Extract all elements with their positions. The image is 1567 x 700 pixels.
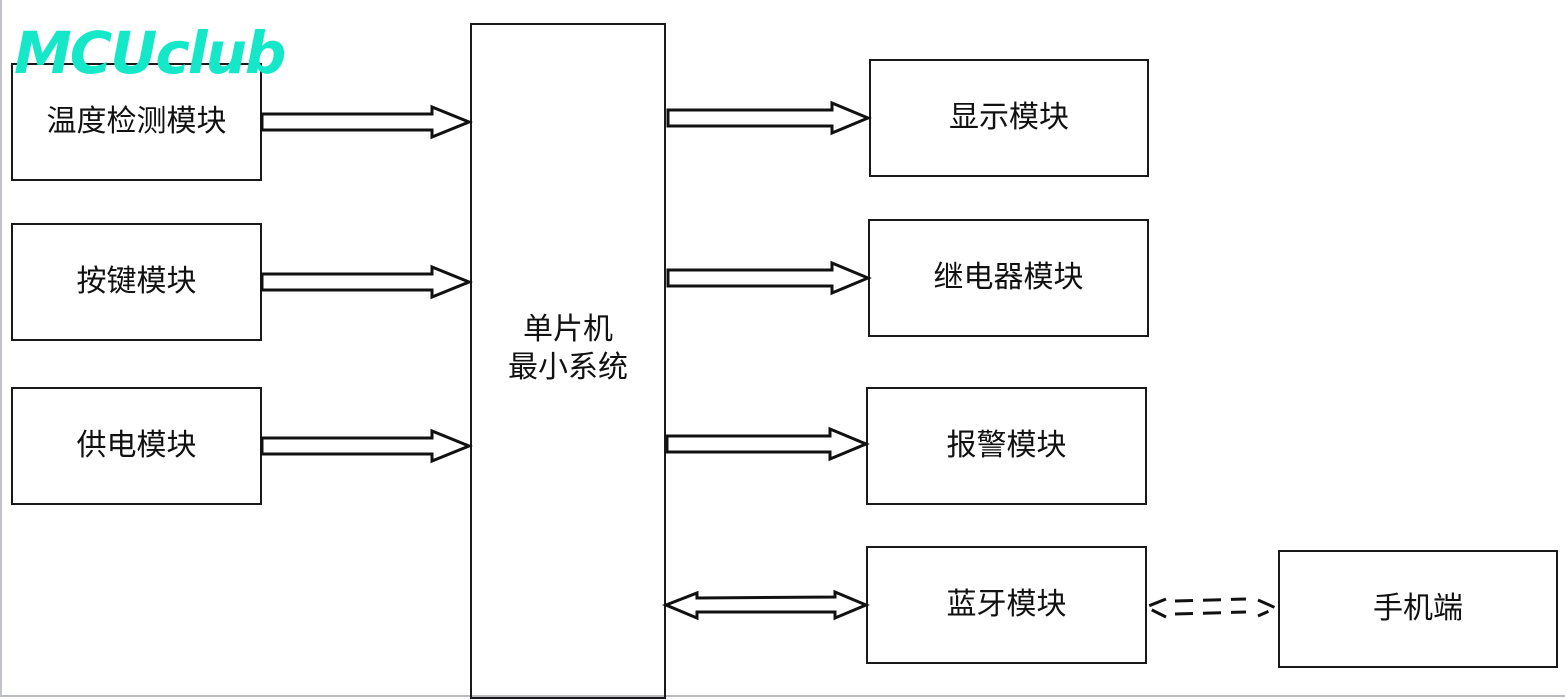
- display-module-label: 显示模块: [949, 100, 1069, 135]
- arrow-mcu-to-relay: [666, 260, 872, 296]
- arrow-temperature-to-mcu: [260, 104, 473, 140]
- bluetooth-module-box: 蓝牙模块: [866, 546, 1147, 664]
- arrow-mcu-bluetooth-bidirectional: [661, 589, 870, 621]
- wireless-arrow-left-head: [1142, 597, 1167, 619]
- bluetooth-module-label: 蓝牙模块: [946, 587, 1067, 622]
- display-module-box: 显示模块: [869, 59, 1149, 177]
- phone-label: 手机端: [1373, 591, 1463, 626]
- wireless-line-bottom: [1174, 610, 1247, 616]
- arrow-mcu-to-display: [666, 100, 872, 136]
- mcuclub-logo: MCUclub: [14, 19, 286, 87]
- wireless-dashed-arrow: [1142, 597, 1280, 619]
- power-module-label: 供电模块: [76, 428, 197, 463]
- temperature-module-label: 温度检测模块: [46, 104, 227, 139]
- key-module-label: 按键模块: [76, 264, 197, 299]
- mcu-system-box: 单片机 最小系统: [470, 23, 666, 699]
- mcu-label-line2: 最小系统: [508, 350, 628, 385]
- arrow-mcu-to-alarm: [665, 426, 870, 462]
- arrow-power-to-mcu: [260, 428, 473, 464]
- mcu-label-line1: 单片机: [523, 312, 613, 347]
- alarm-module-label: 报警模块: [946, 428, 1067, 463]
- arrow-key-to-mcu: [260, 264, 473, 300]
- wireless-line-top: [1174, 597, 1247, 603]
- alarm-module-box: 报警模块: [866, 387, 1147, 505]
- phone-box: 手机端: [1278, 550, 1558, 668]
- relay-module-label: 继电器模块: [933, 260, 1084, 295]
- wireless-arrow-right-head: [1257, 598, 1280, 618]
